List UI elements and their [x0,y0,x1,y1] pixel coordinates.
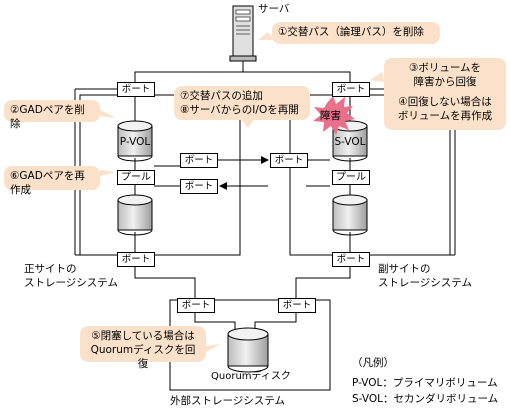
secondary-pool-disk [332,194,368,236]
callout-5-text-1: ⑤閉塞している場合は [91,330,195,342]
primary-pool-disk [117,194,153,236]
callout-3-4: ③ボリュームを 障害から回復 ④回復しない場合は ボリュームを再作成 [384,58,506,130]
port-secondary-bottom: ポート [332,252,370,267]
callout-tail-6 [100,170,116,176]
callout-tail-5 [206,344,220,352]
callout-1: ①交替パス（論理パス）を削除 [272,22,440,44]
server-label: サーバ [258,3,290,15]
callout-5-text-2: Quorumディスクを回復 [90,344,196,370]
callout-4-text-1: ④回復しない場合は [398,96,492,108]
callout-4-text-2: ボリュームを再作成 [397,110,493,122]
primary-site-label-1: 正サイトの [24,263,77,275]
port-primary-mid-top: ポート [180,153,218,168]
svol-disk [332,120,368,162]
port-secondary-mid-top: ポート [270,153,308,168]
pvol-disk [117,120,153,162]
callout-1-text: ①交替パス（論理パス）を削除 [278,26,424,38]
callout-tail-3 [370,72,384,82]
port-server-left: ポート [117,82,155,97]
failure-burst-icon [313,96,355,135]
external-site-label: 外部ストレージシステム [170,395,285,407]
quorum-label: Quorumディスク [211,371,291,382]
port-primary-bottom: ポート [117,252,155,267]
secondary-site-label-2: ストレージシステム [378,277,472,289]
port-external-left: ポート [177,298,215,313]
callout-7-text: ⑦交替パスの追加 [180,90,263,102]
callout-7-8: ⑦交替パスの追加 ⑧サーバからのI/Oを再開 [174,86,310,120]
pool-primary: プール [117,170,155,185]
pool-secondary: プール [332,170,370,185]
callout-3-text-2: 障害から回復 [413,76,477,88]
callout-3-text-1: ③ボリュームを [408,62,482,74]
pvol-label: P-VOL [119,136,151,148]
quorum-disk [227,327,269,373]
callout-6-text: ⑥GADペアを再作成 [10,170,85,196]
callout-tail-1 [258,32,274,40]
callout-2: ②GADペアを削除 [4,100,100,130]
callout-5: ⑤閉塞している場合は Quorumディスクを回復 [80,326,206,370]
server-icon [229,5,257,62]
callout-6: ⑥GADペアを再作成 [4,166,100,196]
port-external-right: ポート [278,298,316,313]
svol-label: S-VOL [334,136,366,148]
callout-tail-2 [100,110,116,118]
primary-site-label-2: ストレージシステム [24,277,118,289]
callout-2-text: ②GADペアを削除 [10,104,85,130]
callout-8-text: ⑧サーバからのI/Oを再開 [180,104,299,116]
legend-svol: S-VOL：セカンダリボリューム [352,393,499,405]
failure-label: 障害 [320,110,341,122]
port-server-right: ポート [332,82,370,97]
legend-title: （凡例） [352,357,394,369]
secondary-site-label-1: 副サイトの [378,263,431,275]
legend-pvol: P-VOL：プライマリボリューム [352,377,498,389]
port-primary-mid-bottom: ポート [180,179,218,194]
